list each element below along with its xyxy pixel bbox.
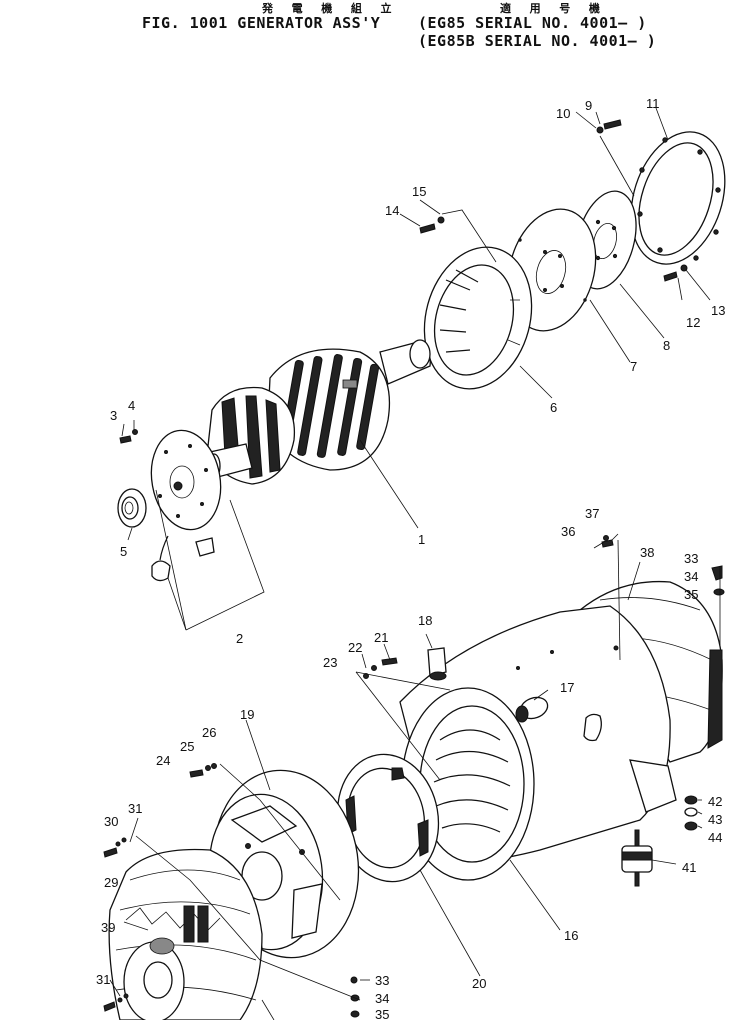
small-hardware-bottom bbox=[103, 565, 725, 1018]
part-6-fan bbox=[423, 246, 533, 390]
callout-11: 11 bbox=[646, 96, 660, 111]
callout-24: 24 bbox=[156, 753, 170, 768]
callout-13: 13 bbox=[711, 303, 725, 318]
serial-range-eg85: (EG85 SERIAL NO. 4001– ) bbox=[418, 14, 647, 32]
callout-34-top: 34 bbox=[684, 569, 698, 584]
callout-5: 5 bbox=[120, 544, 127, 559]
callout-18: 18 bbox=[418, 613, 432, 628]
part-18-grommet bbox=[427, 647, 447, 681]
japanese-title: 発 電 機 組 立 bbox=[262, 2, 398, 15]
small-hardware-top bbox=[119, 119, 688, 548]
callout-43: 43 bbox=[708, 812, 722, 827]
part-17-terminal-cap bbox=[515, 696, 549, 723]
callout-25: 25 bbox=[180, 739, 194, 754]
callout-31-top: 31 bbox=[128, 801, 142, 816]
callout-30: 30 bbox=[104, 814, 118, 829]
callout-16: 16 bbox=[564, 928, 578, 943]
callout-8: 8 bbox=[663, 338, 670, 353]
front-coil-housing bbox=[108, 848, 263, 1020]
callout-23: 23 bbox=[323, 655, 337, 670]
callout-10: 10 bbox=[556, 106, 570, 121]
callout-1: 1 bbox=[418, 532, 425, 547]
callout-41: 41 bbox=[682, 860, 696, 875]
serial-range-eg85b: (EG85B SERIAL NO. 4001– ) bbox=[418, 32, 657, 50]
callout-35-bottom: 35 bbox=[375, 1007, 389, 1020]
callout-15: 15 bbox=[412, 184, 426, 199]
callout-44: 44 bbox=[708, 830, 722, 845]
callout-3: 3 bbox=[110, 408, 117, 423]
japanese-applicable-models: 適 用 号 機 bbox=[500, 2, 606, 15]
callout-21: 21 bbox=[374, 630, 388, 645]
callout-14: 14 bbox=[385, 203, 399, 218]
part-5-bearing bbox=[117, 488, 147, 528]
callout-36: 36 bbox=[561, 524, 575, 539]
callout-12: 12 bbox=[686, 315, 700, 330]
callout-9: 9 bbox=[585, 98, 592, 113]
callout-26: 26 bbox=[202, 725, 216, 740]
callout-22: 22 bbox=[348, 640, 362, 655]
callout-33-top: 33 bbox=[684, 551, 698, 566]
callout-17: 17 bbox=[560, 680, 574, 695]
part-41-mount bbox=[621, 829, 653, 887]
callout-33-bottom: 33 bbox=[375, 973, 389, 988]
callout-4: 4 bbox=[128, 398, 135, 413]
callout-2: 2 bbox=[236, 631, 243, 646]
callout-31-bottom: 31 bbox=[96, 972, 110, 987]
callout-6: 6 bbox=[550, 400, 557, 415]
figure-title: FIG. 1001 GENERATOR ASS'Y bbox=[142, 14, 381, 32]
callout-29: 29 bbox=[104, 875, 118, 890]
parts-42-44-washers bbox=[684, 795, 698, 831]
callout-42: 42 bbox=[708, 794, 722, 809]
callout-19: 19 bbox=[240, 707, 254, 722]
callout-39: 39 bbox=[101, 920, 115, 935]
callout-37: 37 bbox=[585, 506, 599, 521]
callout-labels: 9 10 11 15 14 12 13 8 7 6 3 4 5 1 2 36 3… bbox=[96, 96, 725, 1020]
callout-20: 20 bbox=[472, 976, 486, 991]
part-1-rotor bbox=[207, 339, 431, 485]
callout-34-bottom: 34 bbox=[375, 991, 389, 1006]
part-2-bracket-plate bbox=[150, 429, 222, 582]
part-20-ring bbox=[336, 753, 440, 883]
leader-lines bbox=[109, 107, 721, 1020]
callout-35-top: 35 bbox=[684, 587, 698, 602]
figure-header: 発 電 機 組 立 適 用 号 機 FIG. 1001 GENERATOR AS… bbox=[0, 0, 735, 56]
part-11-flange-ring bbox=[630, 131, 726, 265]
callout-7: 7 bbox=[630, 359, 637, 374]
callout-38: 38 bbox=[640, 545, 654, 560]
